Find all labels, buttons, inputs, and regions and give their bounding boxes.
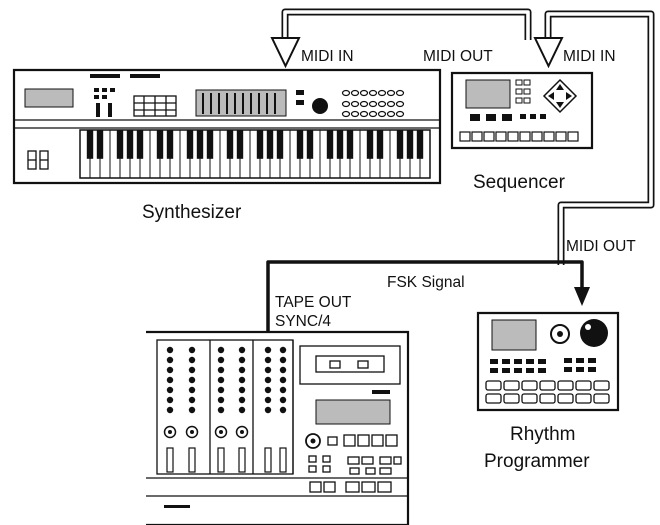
synth-data-wheel — [312, 98, 328, 114]
fsk-arrow-head — [574, 287, 590, 306]
synth-slider-bank — [196, 90, 286, 116]
rhythm-dial — [580, 319, 608, 347]
tape-out-label: TAPE OUT — [275, 294, 352, 311]
synth-midi-in-label: MIDI IN — [301, 48, 354, 65]
synth-midi-in-arrow — [272, 38, 299, 66]
recorder-display — [316, 400, 390, 424]
sync-label: SYNC/4 — [275, 313, 331, 330]
rhythm-label-line1: Rhythm — [510, 424, 575, 445]
synthesizer-label: Synthesizer — [142, 202, 242, 223]
sequencer-display — [466, 80, 510, 108]
synthesizer — [14, 70, 440, 183]
synth-display — [25, 89, 73, 107]
multitrack-recorder — [146, 332, 408, 525]
rhythm-display — [492, 320, 536, 350]
synth-buttons-right — [343, 91, 404, 117]
rhythm-midi-out-label: MIDI OUT — [566, 238, 636, 255]
rhythm-label-line2: Programmer — [484, 451, 590, 472]
synth-keyboard — [80, 130, 430, 178]
seq-midi-in-arrow — [535, 38, 562, 66]
fsk-signal-label: FSK Signal — [387, 274, 465, 291]
seq-midi-in-label: MIDI IN — [563, 48, 616, 65]
sequencer-label: Sequencer — [473, 172, 566, 193]
seq-midi-out-label: MIDI OUT — [423, 48, 493, 65]
sequencer — [452, 73, 592, 148]
rhythm-programmer — [478, 313, 618, 410]
